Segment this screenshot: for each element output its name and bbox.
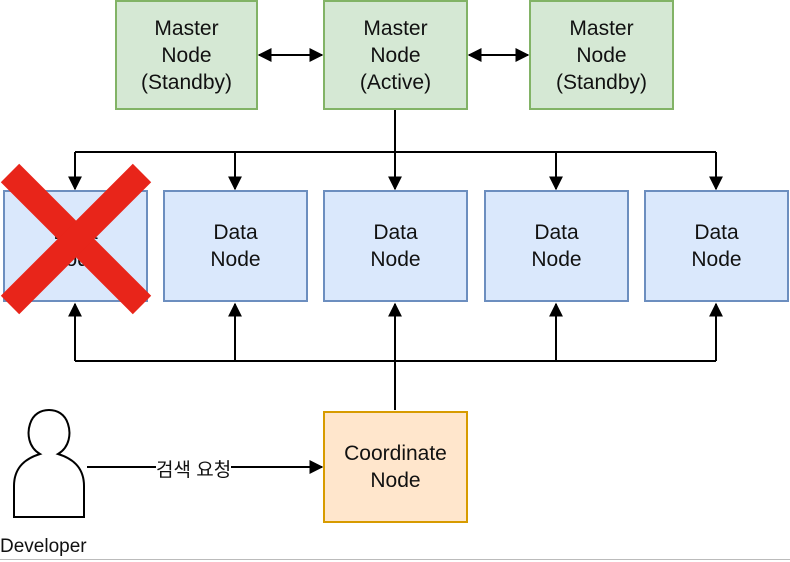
coordinate-node-label-line: Coordinate: [344, 442, 447, 465]
data-node-label-line: Node: [210, 248, 261, 271]
bottom-divider: [0, 559, 790, 560]
data-node-label-line: Data: [373, 221, 418, 244]
data-node-label-line: Data: [534, 221, 579, 244]
search-request-edge-label: 검색 요청: [156, 455, 232, 482]
master-node-label-line: (Standby): [140, 70, 233, 94]
data-node-2[interactable]: Data Node: [163, 190, 308, 302]
coordinate-node-label-line: Node: [370, 469, 421, 492]
master-node-label-line: (Active): [359, 70, 432, 94]
master-node-label-line: Master: [154, 16, 219, 40]
master-node-label-line: Master: [569, 16, 634, 40]
master-node-active[interactable]: Master Node (Active): [323, 0, 468, 110]
data-node-label-line: Node: [531, 248, 582, 271]
data-node-5[interactable]: Data Node: [644, 190, 789, 302]
master-node-label-line: Node: [161, 43, 212, 67]
coordinate-node[interactable]: Coordinate Node: [323, 411, 468, 523]
developer-label: Developer: [0, 536, 87, 557]
data-node-4[interactable]: Data Node: [484, 190, 629, 302]
master-node-label-line: (Standby): [555, 70, 648, 94]
master-node-standby-2[interactable]: Master Node (Standby): [529, 0, 674, 110]
data-node-label-line: Data: [694, 221, 739, 244]
master-node-standby-1[interactable]: Master Node (Standby): [115, 0, 258, 110]
data-node-1-failed[interactable]: Data Node: [3, 190, 148, 302]
data-node-3[interactable]: Data Node: [323, 190, 468, 302]
person-outline-icon: [13, 408, 85, 518]
data-node-label-line: Node: [50, 248, 101, 271]
data-node-label-line: Data: [213, 221, 258, 244]
data-node-label-line: Data: [53, 221, 98, 244]
data-node-label-line: Node: [370, 248, 421, 271]
master-node-label-line: Node: [370, 43, 421, 67]
master-node-label-line: Master: [363, 16, 428, 40]
data-node-label-line: Node: [691, 248, 742, 271]
master-node-label-line: Node: [576, 43, 627, 67]
